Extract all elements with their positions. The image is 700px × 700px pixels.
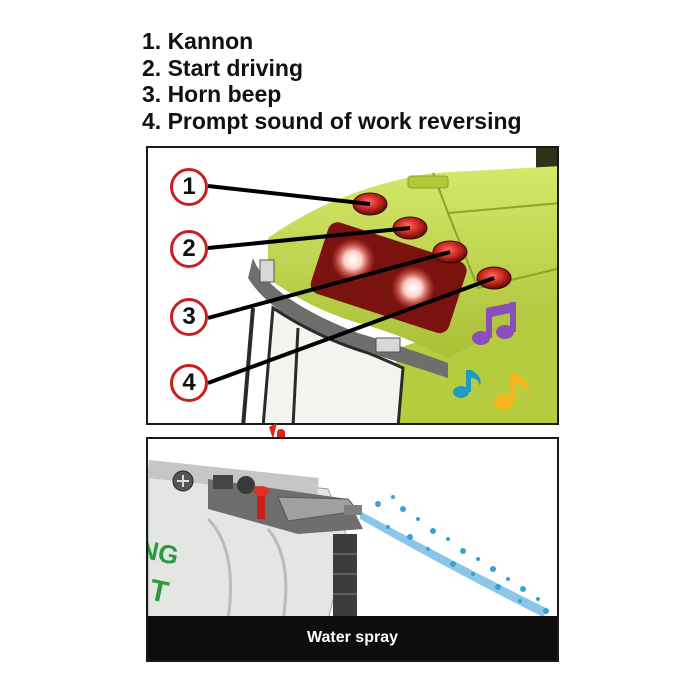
svg-text:T: T bbox=[148, 574, 171, 610]
water-spray bbox=[360, 495, 549, 617]
water-tank-illustration: NG T bbox=[148, 460, 549, 621]
callout-2: 2 bbox=[170, 230, 208, 268]
svg-text:NG: NG bbox=[148, 533, 181, 570]
callout-1: 1 bbox=[170, 168, 208, 206]
water-spray-caption: Water spray bbox=[307, 629, 398, 646]
arrow-up-icon bbox=[269, 423, 277, 439]
feature-item-horn-beep: 3. Horn beep bbox=[142, 81, 282, 107]
rear-vent bbox=[333, 534, 357, 620]
feature-item-start-driving: 2. Start driving bbox=[142, 54, 304, 81]
music-note-icon bbox=[494, 374, 529, 410]
callout-4: 4 bbox=[170, 364, 208, 402]
music-note-icon bbox=[472, 302, 516, 345]
feature-list: 1. Kannon 2. Start driving 3. Horn beep … bbox=[142, 28, 522, 134]
feature-item-kannon: 1. Kannon bbox=[142, 28, 254, 54]
music-note-icon bbox=[453, 370, 481, 398]
truck-cab-illustration bbox=[207, 148, 557, 423]
truck-cab-panel: 1 2 3 4 bbox=[146, 146, 559, 425]
callout-3: 3 bbox=[170, 298, 208, 336]
feature-item-reversing-sound: 4. Prompt sound of work reversing bbox=[142, 107, 522, 134]
caption-bar: Water spray bbox=[148, 616, 557, 660]
water-spray-panel: NG T Water spray bbox=[146, 437, 559, 662]
